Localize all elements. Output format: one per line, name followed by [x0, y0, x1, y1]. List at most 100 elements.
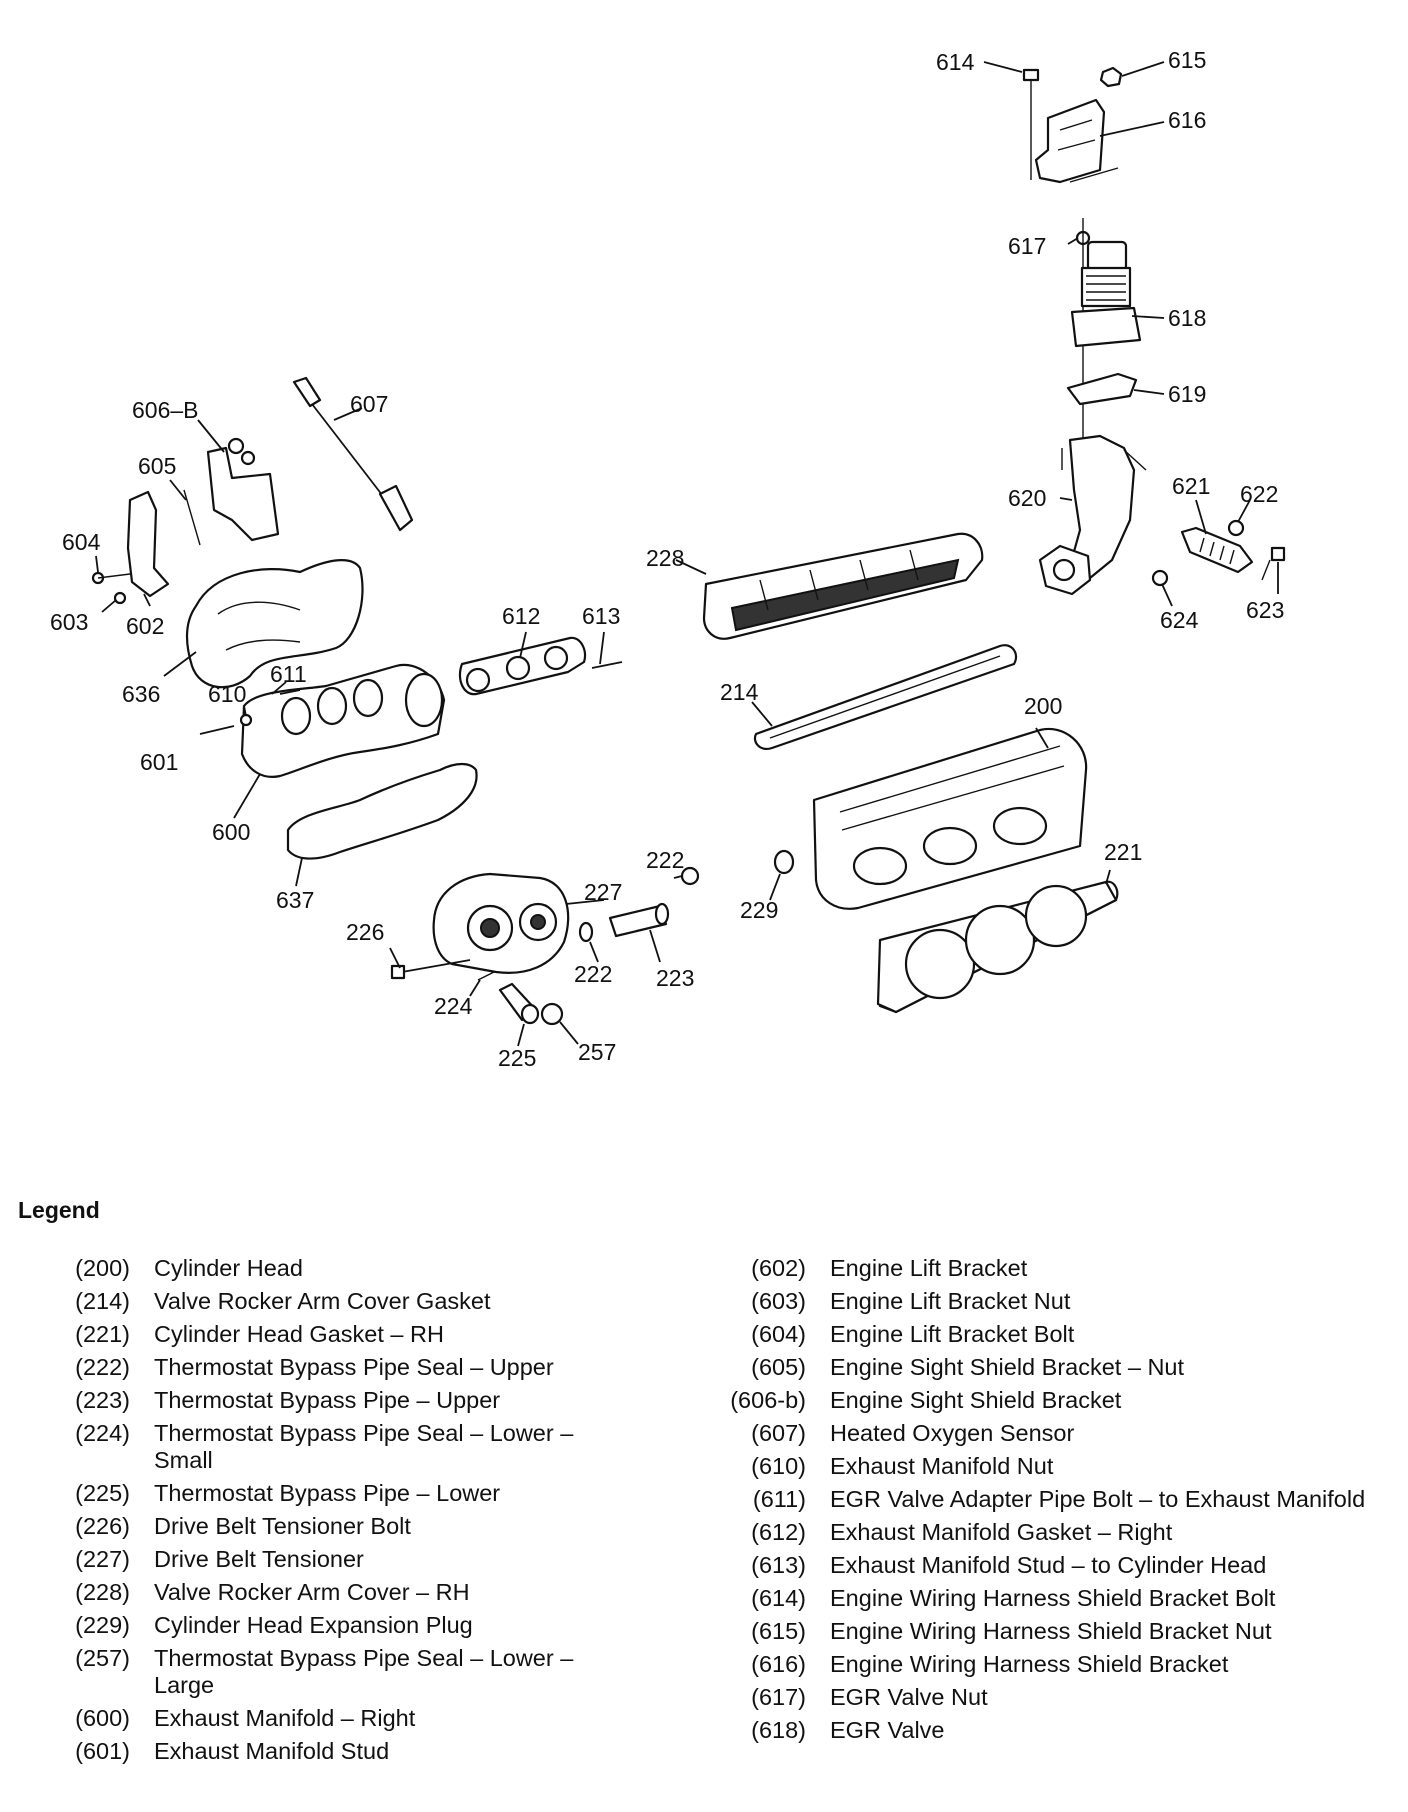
callout-222-upper-b: 222	[574, 961, 612, 987]
part-621-pipe	[1180, 526, 1254, 574]
legend-row: (226)Drive Belt Tensioner Bolt	[52, 1510, 612, 1543]
legend-part-description: Exhaust Manifold Gasket – Right	[830, 1519, 1173, 1545]
callout-222-upper-a: 222	[646, 847, 684, 873]
callout-602: 602	[126, 613, 164, 639]
part-619-gasket	[1066, 372, 1138, 406]
callout-600: 600	[212, 819, 250, 845]
callout-221: 221	[1104, 839, 1142, 865]
legend-part-number: (225)	[75, 1480, 130, 1506]
legend-right-column: (602) Engine Lift Bracket (603)Engine Lift…	[728, 1252, 1378, 1747]
legend-part-number: (223)	[75, 1387, 130, 1413]
part-624-bolt	[1151, 569, 1169, 587]
callout-200: 200	[1024, 693, 1062, 719]
part-615-nut	[1099, 66, 1123, 88]
callout-603: 603	[50, 609, 88, 635]
exploded-parts-diagram: 614 615 616 617 618 619 620 621 622 623 …	[50, 47, 1286, 1071]
callout-labels: 614 615 616 617 618 619 620 621 622 623 …	[50, 47, 1284, 1071]
part-610-nut	[239, 713, 253, 727]
legend-part-number: (224)	[75, 1420, 130, 1446]
legend-part-description: Drive Belt Tensioner	[154, 1546, 364, 1572]
legend-row: (603)Engine Lift Bracket Nut	[728, 1285, 1378, 1318]
callout-229: 229	[740, 897, 778, 923]
callout-607: 607	[350, 391, 388, 417]
callout-615: 615	[1168, 47, 1206, 73]
part-613-stud	[591, 661, 623, 669]
part-620-egr-adapter	[1038, 434, 1147, 596]
legend-part-description: Exhaust Manifold Nut	[830, 1453, 1054, 1479]
legend-part-number: (611)	[752, 1486, 806, 1512]
callout-616: 616	[1168, 107, 1206, 133]
callout-617: 617	[1008, 233, 1046, 259]
legend-row: (614)Engine Wiring Harness Shield Bracke…	[728, 1582, 1378, 1615]
legend-row: (600)Exhaust Manifold – Right	[52, 1702, 612, 1735]
legend-part-description: Thermostat Bypass Pipe Seal – Lower – Sm…	[154, 1420, 574, 1473]
legend-row: (222)Thermostat Bypass Pipe Seal – Upper	[52, 1351, 612, 1384]
legend-part-description: Engine Lift Bracket	[830, 1255, 1028, 1281]
legend-part-number: (222)	[75, 1354, 130, 1380]
legend-row: (604) Engine Lift Bracket Bolt	[728, 1318, 1378, 1351]
legend-row: (610)Exhaust Manifold Nut	[728, 1450, 1378, 1483]
part-611-bolt	[279, 689, 301, 695]
part-618-egr-valve	[1070, 240, 1142, 348]
legend-part-number: (602)	[751, 1255, 806, 1281]
legend-row: (617)EGR Valve Nut	[728, 1681, 1378, 1714]
legend-part-description: Thermostat Bypass Pipe – Lower	[154, 1480, 501, 1506]
part-224-seal-small	[477, 971, 495, 981]
part-604-bolt	[91, 571, 131, 585]
legend-part-number: (618)	[751, 1717, 806, 1743]
legend-row: (200)Cylinder Head	[52, 1252, 612, 1285]
legend-part-number: (613)	[751, 1552, 806, 1578]
legend-row: (229)Cylinder Head Expansion Plug	[52, 1609, 612, 1642]
part-221-head-gasket	[876, 880, 1119, 1014]
callout-624: 624	[1160, 607, 1199, 633]
legend-part-number: (221)	[75, 1321, 130, 1347]
part-606b-bracket	[206, 437, 280, 542]
legend-part-description: Exhaust Manifold Stud	[154, 1738, 390, 1764]
part-214-gasket	[753, 644, 1018, 750]
legend-part-number: (612)	[751, 1519, 806, 1545]
callout-223: 223	[656, 965, 694, 991]
callout-604: 604	[62, 529, 101, 555]
callout-614: 614	[936, 49, 975, 75]
legend-row: (228)Valve Rocker Arm Cover – RH	[52, 1576, 612, 1609]
legend-part-number: (616)	[751, 1651, 806, 1677]
callout-619: 619	[1168, 381, 1206, 407]
legend-row: (601)Exhaust Manifold Stud	[52, 1735, 612, 1768]
part-637-heat-shield	[286, 762, 478, 860]
part-257-seal-large	[540, 1002, 564, 1026]
part-602-lift-bracket	[126, 490, 170, 598]
legend-row: (618) EGR Valve	[728, 1714, 1378, 1747]
legend-title: Legend	[18, 1197, 100, 1223]
callout-610: 610	[208, 681, 246, 707]
legend-part-description: Engine Wiring Harness Shield Bracket Bol…	[830, 1585, 1276, 1611]
legend-part-description: Engine Wiring Harness Shield Bracket	[830, 1651, 1229, 1677]
callout-605: 605	[138, 453, 176, 479]
part-636-heat-shield	[185, 559, 364, 689]
callout-621: 621	[1172, 473, 1210, 499]
legend-row: (612) Exhaust Manifold Gasket – Right	[728, 1516, 1378, 1549]
part-222-seal-upper-a	[680, 866, 700, 886]
legend-row: (611) EGR Valve Adapter Pipe Bolt – to Ex…	[728, 1483, 1378, 1516]
part-623-bolt	[1261, 546, 1286, 581]
callout-611: 611	[270, 661, 307, 687]
legend-part-number: (200)	[75, 1255, 130, 1281]
legend-part-description: EGR Valve	[830, 1717, 945, 1743]
legend-row: (607)Heated Oxygen Sensor	[728, 1417, 1378, 1450]
legend-part-description: Engine Lift Bracket Bolt	[830, 1321, 1075, 1347]
legend-part-number: (227)	[75, 1546, 130, 1572]
legend-part-description: Engine Sight Shield Bracket	[830, 1387, 1122, 1413]
part-622-bolt	[1227, 519, 1245, 537]
leader-lines	[95, 61, 1279, 1047]
part-228-rocker-cover	[702, 532, 984, 640]
callout-613: 613	[582, 603, 620, 629]
part-601-stud	[199, 725, 235, 735]
legend-part-number: (604)	[751, 1321, 806, 1347]
callout-226: 226	[346, 919, 384, 945]
part-614-bolt	[1022, 68, 1040, 180]
legend-part-description: EGR Valve Adapter Pipe Bolt – to Exhaust…	[830, 1486, 1366, 1512]
callout-637: 637	[276, 887, 314, 913]
legend-row: (223)Thermostat Bypass Pipe – Upper	[52, 1384, 612, 1417]
legend-part-description: Heated Oxygen Sensor	[830, 1420, 1075, 1446]
legend-part-description: Cylinder Head Gasket – RH	[154, 1321, 444, 1347]
part-603-nut	[113, 591, 127, 605]
